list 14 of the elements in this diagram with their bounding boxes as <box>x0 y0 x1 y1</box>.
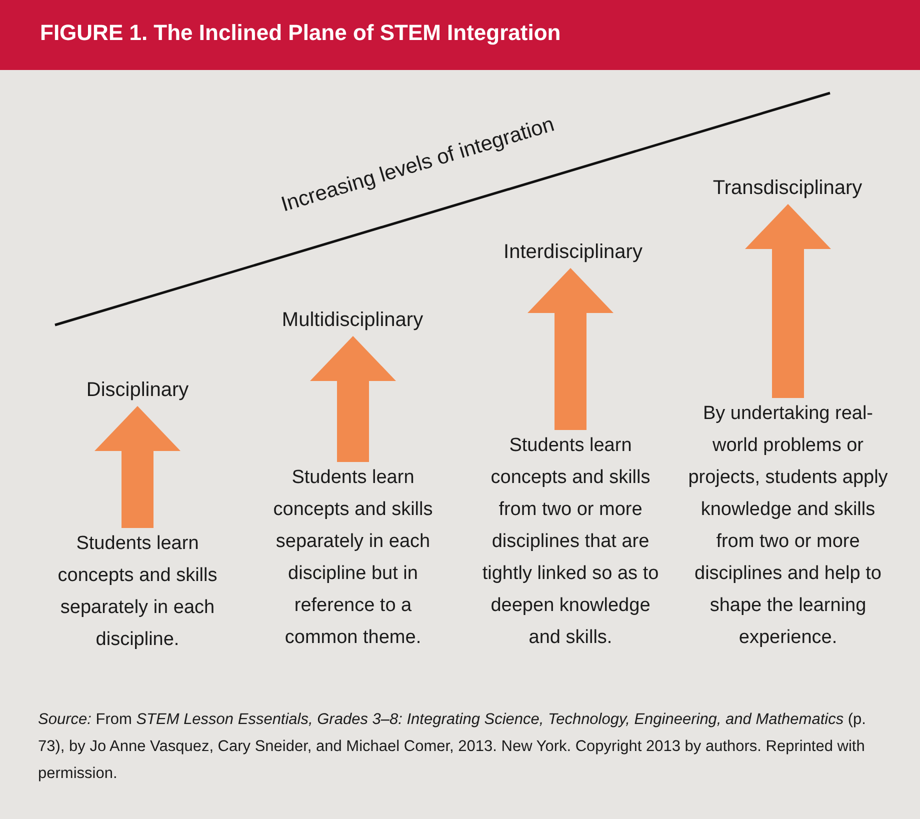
up-arrow <box>94 406 180 528</box>
description-text: Students learn concepts and skills separately in each discipline. <box>56 532 218 652</box>
level-heading: Disciplinary <box>85 378 190 403</box>
up-arrow <box>528 268 614 430</box>
up-arrow <box>310 336 396 462</box>
level-heading: Multidisciplinary <box>280 308 424 333</box>
description-text: Students learn concepts and skills from two or more disciplines that are tightly linked so as to deepen knowledge and skills. <box>481 434 660 650</box>
figure-title: FIGURE 1. The Inclined Plane of STEM Integration <box>40 20 561 46</box>
description-text: Students learn concepts and skills separately in each discipline but in reference to a common theme. <box>272 466 434 650</box>
level-heading: Interdisciplinary <box>502 240 644 265</box>
source-caption: Source: From STEM Lesson Essentials, Grades 3–8: Integrating Science, Technology, Engineering, and Mathematics (p. 73), by Jo Anne Vasquez, Cary Sneider, and Michael Comer, 2013. New York. Copyright 2013 by authors. Reprinted with permission. <box>38 710 867 784</box>
up-arrow <box>745 204 831 398</box>
level-heading: Transdisciplinary <box>712 176 864 201</box>
description-text: By undertaking real-world problems or projects, students apply knowledge and skills from two or more disciplines and help to shape the learning experience. <box>688 402 888 650</box>
